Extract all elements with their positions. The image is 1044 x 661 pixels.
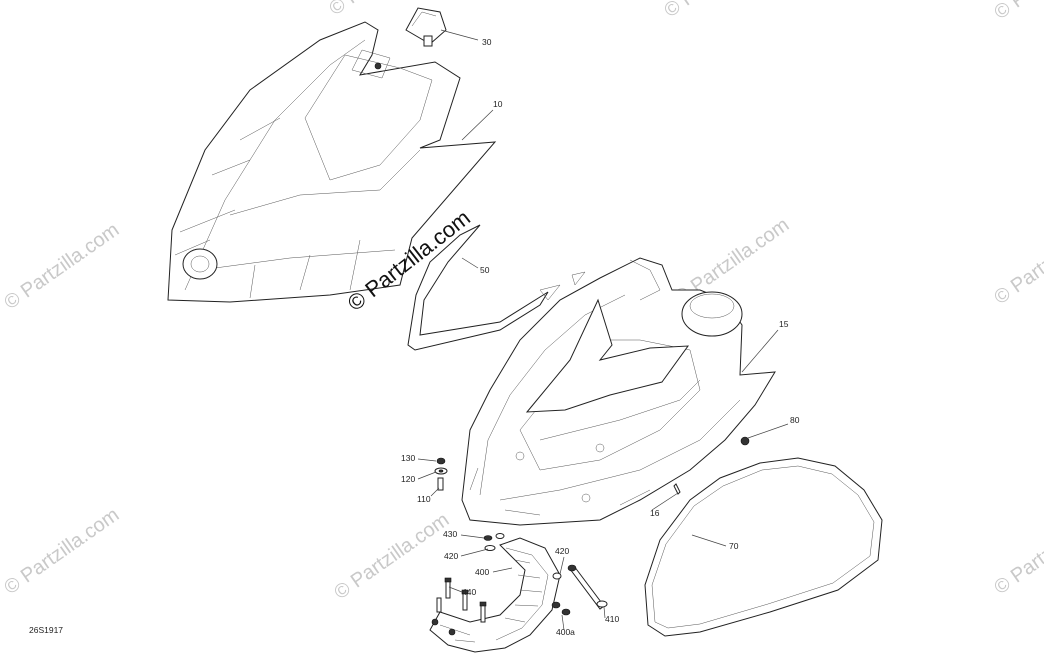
callout-80: 80: [790, 415, 800, 425]
watermark-tile: © Partzilla.com: [990, 214, 1044, 309]
part-screw-16[interactable]: [673, 483, 681, 495]
part-washers-430[interactable]: [483, 533, 505, 551]
callout-70: 70: [729, 541, 739, 551]
callout-420: 420: [555, 546, 569, 556]
callout-420: 420: [444, 551, 458, 561]
part-long-bolt-410[interactable]: [551, 564, 608, 616]
part-side-trim[interactable]: [407, 224, 549, 351]
callout-130: 130: [401, 453, 415, 463]
callout-120: 120: [401, 474, 415, 484]
callout-labels: 30 10 50 15 80 130 120 110 16 430 420 42…: [401, 37, 800, 637]
watermark-tile: © Partzilla.com: [660, 0, 783, 22]
part-bracket[interactable]: [429, 537, 561, 653]
watermark-tile: © Partzilla.com: [990, 0, 1044, 24]
callout-10: 10: [493, 99, 503, 109]
diagram-code: 26S1917: [29, 625, 63, 635]
part-nut-80[interactable]: [740, 436, 750, 446]
part-hardware-stack[interactable]: [434, 457, 448, 491]
callout-110: 110: [417, 494, 431, 504]
watermark-tile: © Partzilla.com: [990, 504, 1044, 599]
part-gasket-seal[interactable]: [644, 457, 883, 637]
callout-430: 430: [443, 529, 457, 539]
leader-lines: [417, 29, 789, 631]
callout-410: 410: [605, 614, 619, 624]
callout-30: 30: [482, 37, 492, 47]
watermark-tile: © Partzilla.com: [0, 504, 123, 599]
part-bolts-440[interactable]: [436, 577, 487, 623]
callout-400: 400: [475, 567, 489, 577]
part-hood-cover[interactable]: [167, 21, 497, 303]
callout-15: 15: [779, 319, 789, 329]
callout-50: 50: [480, 265, 490, 275]
part-storage-bin[interactable]: [461, 257, 776, 526]
watermark-tile: © Partzilla.com: [0, 219, 123, 314]
callout-440: 440: [462, 587, 476, 597]
part-clip[interactable]: [405, 7, 447, 47]
watermark-tile: © Partzilla.com: [330, 509, 453, 604]
callout-400a: 400a: [556, 627, 575, 637]
callout-16: 16: [650, 508, 660, 518]
